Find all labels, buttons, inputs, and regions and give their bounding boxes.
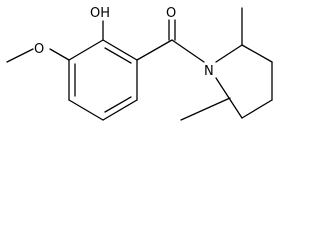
bond-c6-methoxy-oxygen [49, 48, 70, 61]
ring-bond-c3-c4 [102, 99, 138, 121]
benzene-ring [68, 39, 138, 121]
ring-bond-c2-c3 [241, 44, 273, 63]
ring-bond-c4-c5 [241, 99, 273, 119]
bond-carbonyl-carbon-nitrogen [171, 39, 205, 63]
ring-double-bond-c3-c4 [104, 96, 132, 113]
ring-bond-c1-c2 [102, 39, 138, 61]
ring-bond-n-c2 [215, 44, 243, 63]
bond-c2-carbonyl-carbon [136, 39, 173, 61]
piperidine-ring [215, 44, 273, 119]
methoxy-oxygen-label: O [34, 42, 44, 57]
bond-methoxy-oxygen-methyl [6, 48, 34, 63]
ring-bond-c4-c5 [68, 99, 104, 121]
carbonyl-oxygen-label: O [166, 6, 176, 21]
hydroxyl-label: OH [90, 6, 110, 21]
ring-bond-c6-c1 [68, 39, 104, 61]
ring-double-bond-c1-c2 [104, 47, 132, 64]
nitrogen-label: N [204, 64, 214, 79]
bond-c6-methyl [180, 97, 231, 121]
chemical-structure-diagram: OH O O N [6, 6, 273, 121]
